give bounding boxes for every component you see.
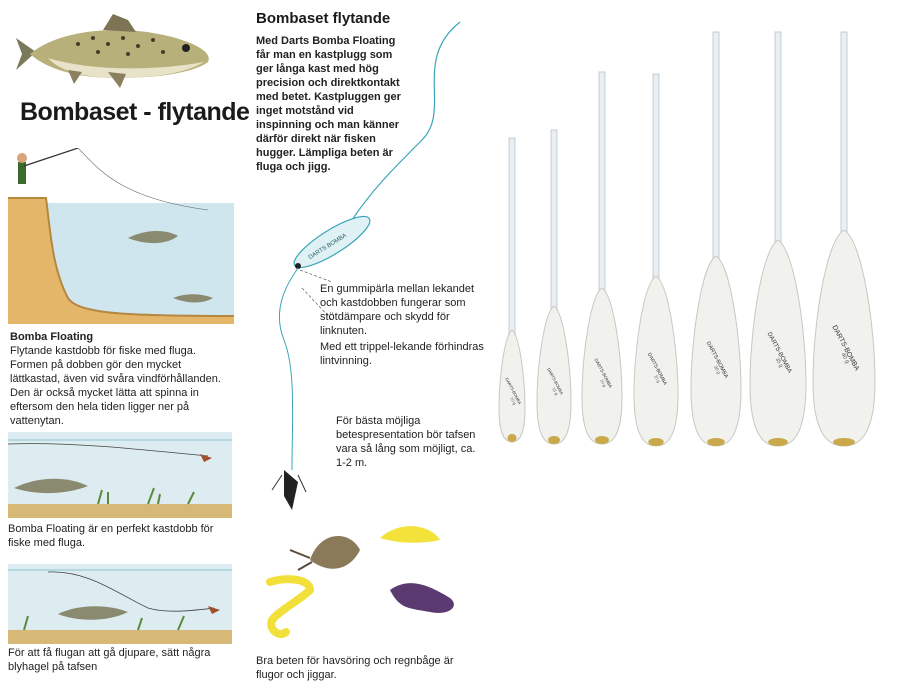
float-stem xyxy=(598,71,606,309)
deep-fishing-illustration xyxy=(8,564,232,644)
float-size-label: 15 g xyxy=(551,387,559,396)
float-weight-tip xyxy=(595,436,609,444)
middle-intro-text: Med Darts Bomba Floating får man en kast… xyxy=(256,35,401,173)
float-stem xyxy=(550,129,558,327)
caption-deep: För att få flugan att gå djupare, sätt n… xyxy=(8,647,211,673)
caption-surface: Bomba Floating är en perfekt kastdobb fö… xyxy=(8,523,214,549)
middle-intro: Med Darts Bomba Floating får man en kast… xyxy=(256,34,406,174)
fishing-scene-illustration xyxy=(8,148,234,324)
float-size-label: 40 g xyxy=(840,352,850,364)
float-size-label: 10 g xyxy=(509,396,517,405)
swivel-note: Med ett trippel-lekande förhindras lintv… xyxy=(320,341,484,367)
float-weight-tip xyxy=(648,438,664,446)
pearl-note: En gummipärla mellan lekandet och kastdo… xyxy=(320,283,475,337)
float-size-label: 30 g xyxy=(713,365,722,376)
float-size-label: 35 g xyxy=(774,357,784,369)
lures-caption: Bra beten för havsöring och regnbåge är … xyxy=(256,655,454,681)
float-stem xyxy=(652,73,660,297)
trout-illustration xyxy=(8,8,218,93)
float-stem xyxy=(840,31,848,251)
float-weight-tip xyxy=(768,438,788,446)
bomba-description: Flytande kastdobb för fiske med fluga. F… xyxy=(10,345,221,427)
page-title: Bombaset - flytande xyxy=(20,98,250,126)
float-weight-tip xyxy=(833,438,855,446)
float-stem xyxy=(712,31,720,277)
surface-fishing-illustration xyxy=(8,432,232,518)
float-size-label: 25 g xyxy=(653,374,661,383)
float-weight-tip xyxy=(507,434,517,442)
leader-note: För bästa möjliga betespresentation bör … xyxy=(336,415,476,469)
rig-diagram: DARTS BOMBA xyxy=(262,20,462,520)
float-body xyxy=(633,275,679,447)
float-weight-tip xyxy=(707,438,725,446)
middle-heading: Bombaset flytande xyxy=(256,10,391,27)
lures-illustration xyxy=(250,520,480,650)
float-size-label: 20 g xyxy=(599,378,607,387)
float-stem xyxy=(774,31,782,261)
float-weight-tip xyxy=(548,436,560,444)
bomba-heading: Bomba Floating xyxy=(10,331,94,343)
float-stem xyxy=(508,137,516,351)
